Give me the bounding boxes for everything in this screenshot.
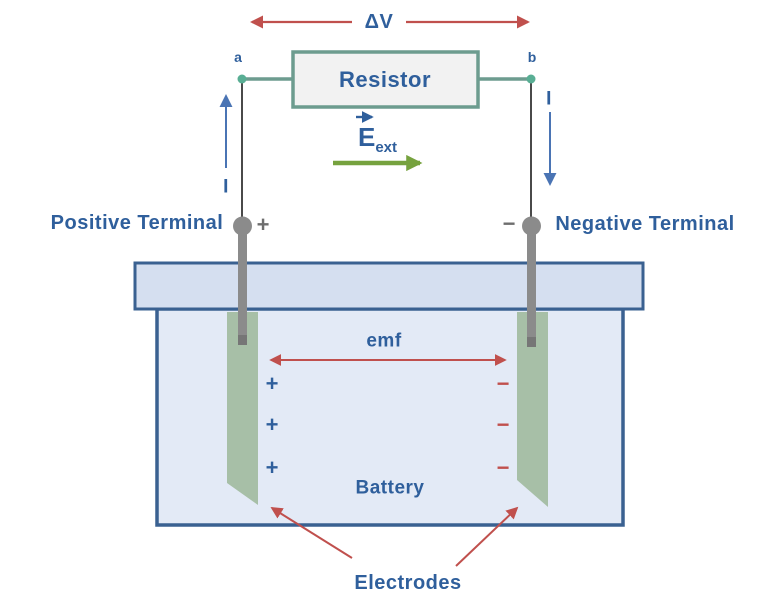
- e-field-label-subscript: ext: [375, 139, 398, 157]
- node-a-dot: [237, 74, 247, 84]
- right-charge-1: −: [496, 371, 510, 396]
- current-label-left: I: [223, 176, 229, 198]
- left-terminal-rod-tip: [238, 335, 247, 345]
- e-field-label-base: E: [358, 122, 376, 152]
- battery-label: Battery: [355, 477, 425, 499]
- left-terminal-rod: [238, 227, 247, 345]
- emf-label: emf: [366, 330, 402, 352]
- electrode-pointer-right: [455, 506, 519, 567]
- positive-terminal-sign: +: [256, 212, 270, 237]
- resistor-label: Resistor: [338, 67, 432, 92]
- current-label-right: I: [546, 88, 552, 110]
- left-charge-1: +: [265, 371, 279, 396]
- delta-v-label: ΔV: [364, 11, 394, 33]
- left-charge-3: +: [265, 455, 279, 480]
- left-electrode: [227, 312, 258, 505]
- right-terminal-rod: [527, 227, 536, 347]
- right-charge-3: −: [496, 455, 510, 480]
- positive-terminal-knob: [233, 216, 252, 236]
- electrodes-label: Electrodes: [354, 572, 462, 594]
- right-terminal-rod-tip: [527, 337, 536, 347]
- positive-terminal-label: Positive Terminal: [50, 212, 224, 234]
- left-charge-2: +: [265, 412, 279, 437]
- right-charge-2: −: [496, 412, 510, 437]
- e-field-label: Eext: [358, 124, 397, 155]
- negative-terminal-sign: −: [502, 211, 516, 236]
- negative-terminal-label: Negative Terminal: [555, 213, 735, 235]
- node-b-label: b: [527, 49, 537, 65]
- battery-lid: [133, 261, 645, 311]
- electrode-pointer-left: [270, 507, 353, 559]
- negative-terminal-knob: [522, 216, 541, 236]
- right-electrode: [517, 312, 548, 507]
- resistor-box: [291, 50, 480, 109]
- node-a-label: a: [234, 49, 242, 65]
- node-b-dot: [526, 74, 536, 84]
